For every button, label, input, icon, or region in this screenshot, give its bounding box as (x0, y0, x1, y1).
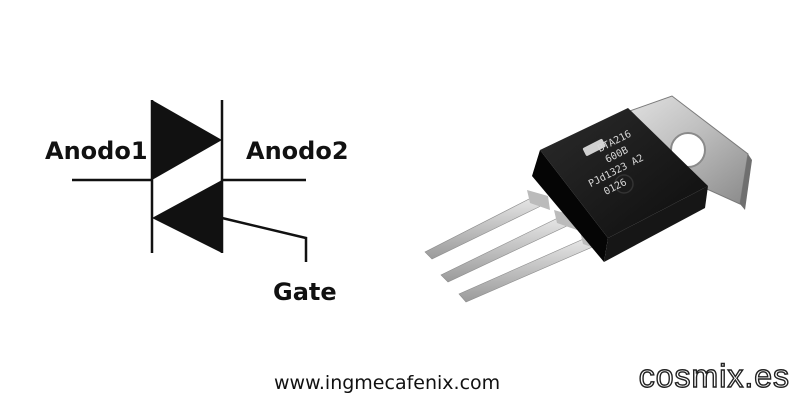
ejector-pin-mark (614, 174, 634, 194)
anode1-label: Anodo1 (45, 137, 148, 165)
component-leads (424, 190, 603, 303)
gate-lead (221, 216, 308, 262)
watermark-text: cosmix.es (638, 357, 790, 394)
forward-diode-triangle (152, 100, 222, 180)
manufacturer-logo-icon (582, 138, 606, 156)
website-url: www.ingmecafenix.com (274, 372, 501, 394)
gate-label: Gate (273, 278, 337, 306)
epoxy-body (532, 108, 708, 262)
anode2-label: Anodo2 (246, 137, 349, 165)
reverse-diode-triangle (152, 180, 222, 253)
